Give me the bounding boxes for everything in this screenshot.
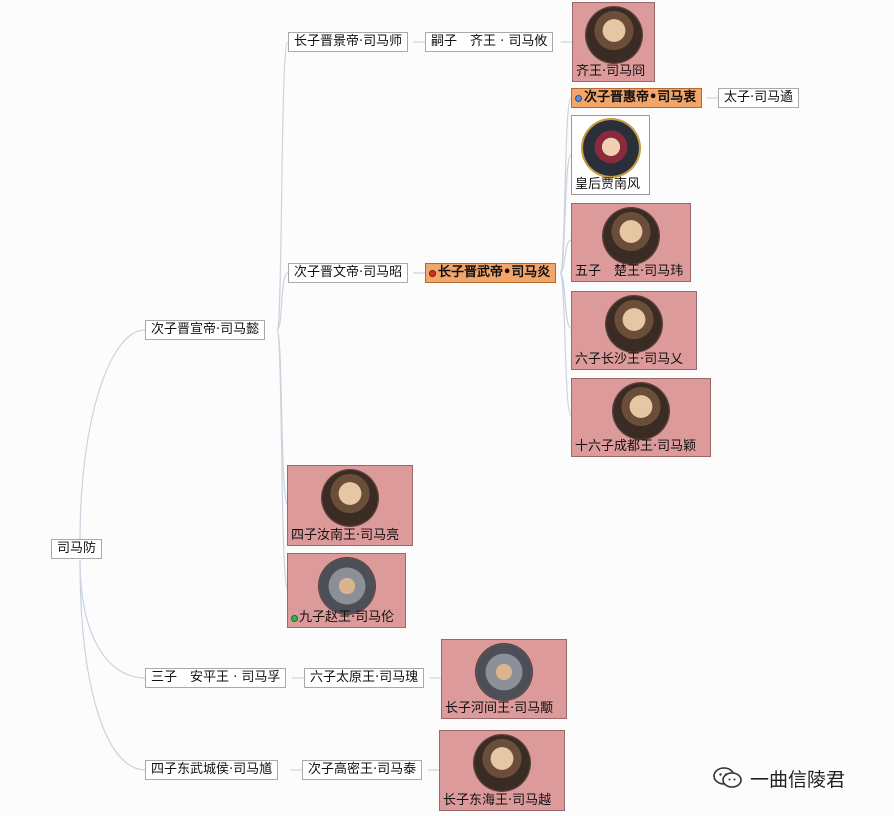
card-label: 长子东海王·司马越 — [443, 793, 552, 808]
portrait-avatar — [606, 296, 662, 352]
portrait-avatar — [322, 470, 378, 526]
portrait-avatar — [603, 208, 659, 264]
node-sima-gui[interactable]: 六子太原王·司马瑰 — [304, 668, 425, 688]
portrait-avatar — [476, 644, 532, 700]
card-sima-ying[interactable]: 十六子成都王·司马颖 — [571, 378, 711, 457]
node-sima-fu[interactable]: 三子 安平王 · 司马孚 — [145, 668, 287, 688]
link-yi-shi — [276, 41, 289, 331]
card-sima-jiong[interactable]: 齐王·司马冏 — [572, 2, 655, 82]
marker-red-icon — [429, 270, 436, 277]
link-yan-zhong — [559, 97, 572, 274]
card-label: 六子长沙王·司马乂 — [575, 352, 684, 367]
link-root-kui — [79, 559, 146, 771]
card-sima-wei[interactable]: 五子 楚王·司马玮 — [571, 203, 691, 282]
card-label: 皇后贾南风 — [575, 177, 641, 192]
portrait-avatar — [585, 7, 642, 63]
watermark-text: 一曲信陵君 — [750, 768, 846, 791]
node-sima-zhao[interactable]: 次子晋文帝·司马昭 — [288, 263, 409, 283]
link-yan-jia — [559, 154, 572, 274]
card-label: 四子汝南王·司马亮 — [291, 528, 400, 543]
watermark: 一曲信陵君 — [712, 764, 845, 792]
link-yi-zhao — [276, 272, 289, 331]
card-label: 齐王·司马冏 — [576, 64, 646, 79]
portrait-avatar — [318, 558, 375, 614]
link-root-fu — [79, 559, 146, 679]
card-sima-yong[interactable]: 长子河间王·司马颙 — [441, 639, 567, 719]
link-yan-wei — [559, 239, 572, 274]
card-sima-lun[interactable]: 九子赵王·司马伦 — [287, 553, 406, 628]
node-sima-yan[interactable]: 长子晋武帝•司马炎 — [425, 263, 557, 283]
node-label: 长子晋武帝•司马炎 — [438, 265, 551, 280]
node-label: 次子晋惠帝•司马衷 — [584, 90, 697, 105]
marker-blue-icon — [575, 95, 582, 102]
card-label: 长子河间王·司马颙 — [445, 701, 554, 716]
card-sima-yi2[interactable]: 六子长沙王·司马乂 — [571, 291, 697, 370]
card-sima-yue[interactable]: 长子东海王·司马越 — [439, 730, 565, 811]
node-sima-yu[interactable]: 太子·司马遹 — [718, 88, 800, 108]
link-yi-lun — [276, 329, 289, 591]
portrait-avatar — [474, 735, 530, 791]
card-label: 五子 楚王·司马玮 — [575, 264, 684, 279]
link-root-yi — [79, 329, 146, 541]
node-sima-tai[interactable]: 次子高密王·司马泰 — [302, 760, 423, 780]
node-sima-fang[interactable]: 司马防 — [51, 539, 103, 559]
card-sima-liang[interactable]: 四子汝南王·司马亮 — [287, 465, 413, 546]
portrait-avatar — [613, 383, 669, 439]
node-sima-shi[interactable]: 长子晋景帝·司马师 — [288, 32, 409, 52]
link-yan-ying — [559, 272, 572, 416]
marker-green-icon — [291, 615, 298, 622]
card-jia-nanfeng[interactable]: 皇后贾南风 — [571, 115, 650, 195]
node-sima-kui[interactable]: 四子东武城侯·司马馗 — [145, 760, 279, 780]
card-label: 十六子成都王·司马颖 — [575, 439, 697, 454]
wechat-icon — [713, 767, 742, 788]
card-label: 九子赵王·司马伦 — [299, 610, 395, 625]
node-sima-you[interactable]: 嗣子 齐王 · 司马攸 — [425, 32, 554, 52]
portrait-avatar — [582, 120, 639, 176]
node-sima-zhong[interactable]: 次子晋惠帝•司马衷 — [571, 88, 703, 108]
node-sima-yi[interactable]: 次子晋宣帝·司马懿 — [145, 320, 266, 340]
